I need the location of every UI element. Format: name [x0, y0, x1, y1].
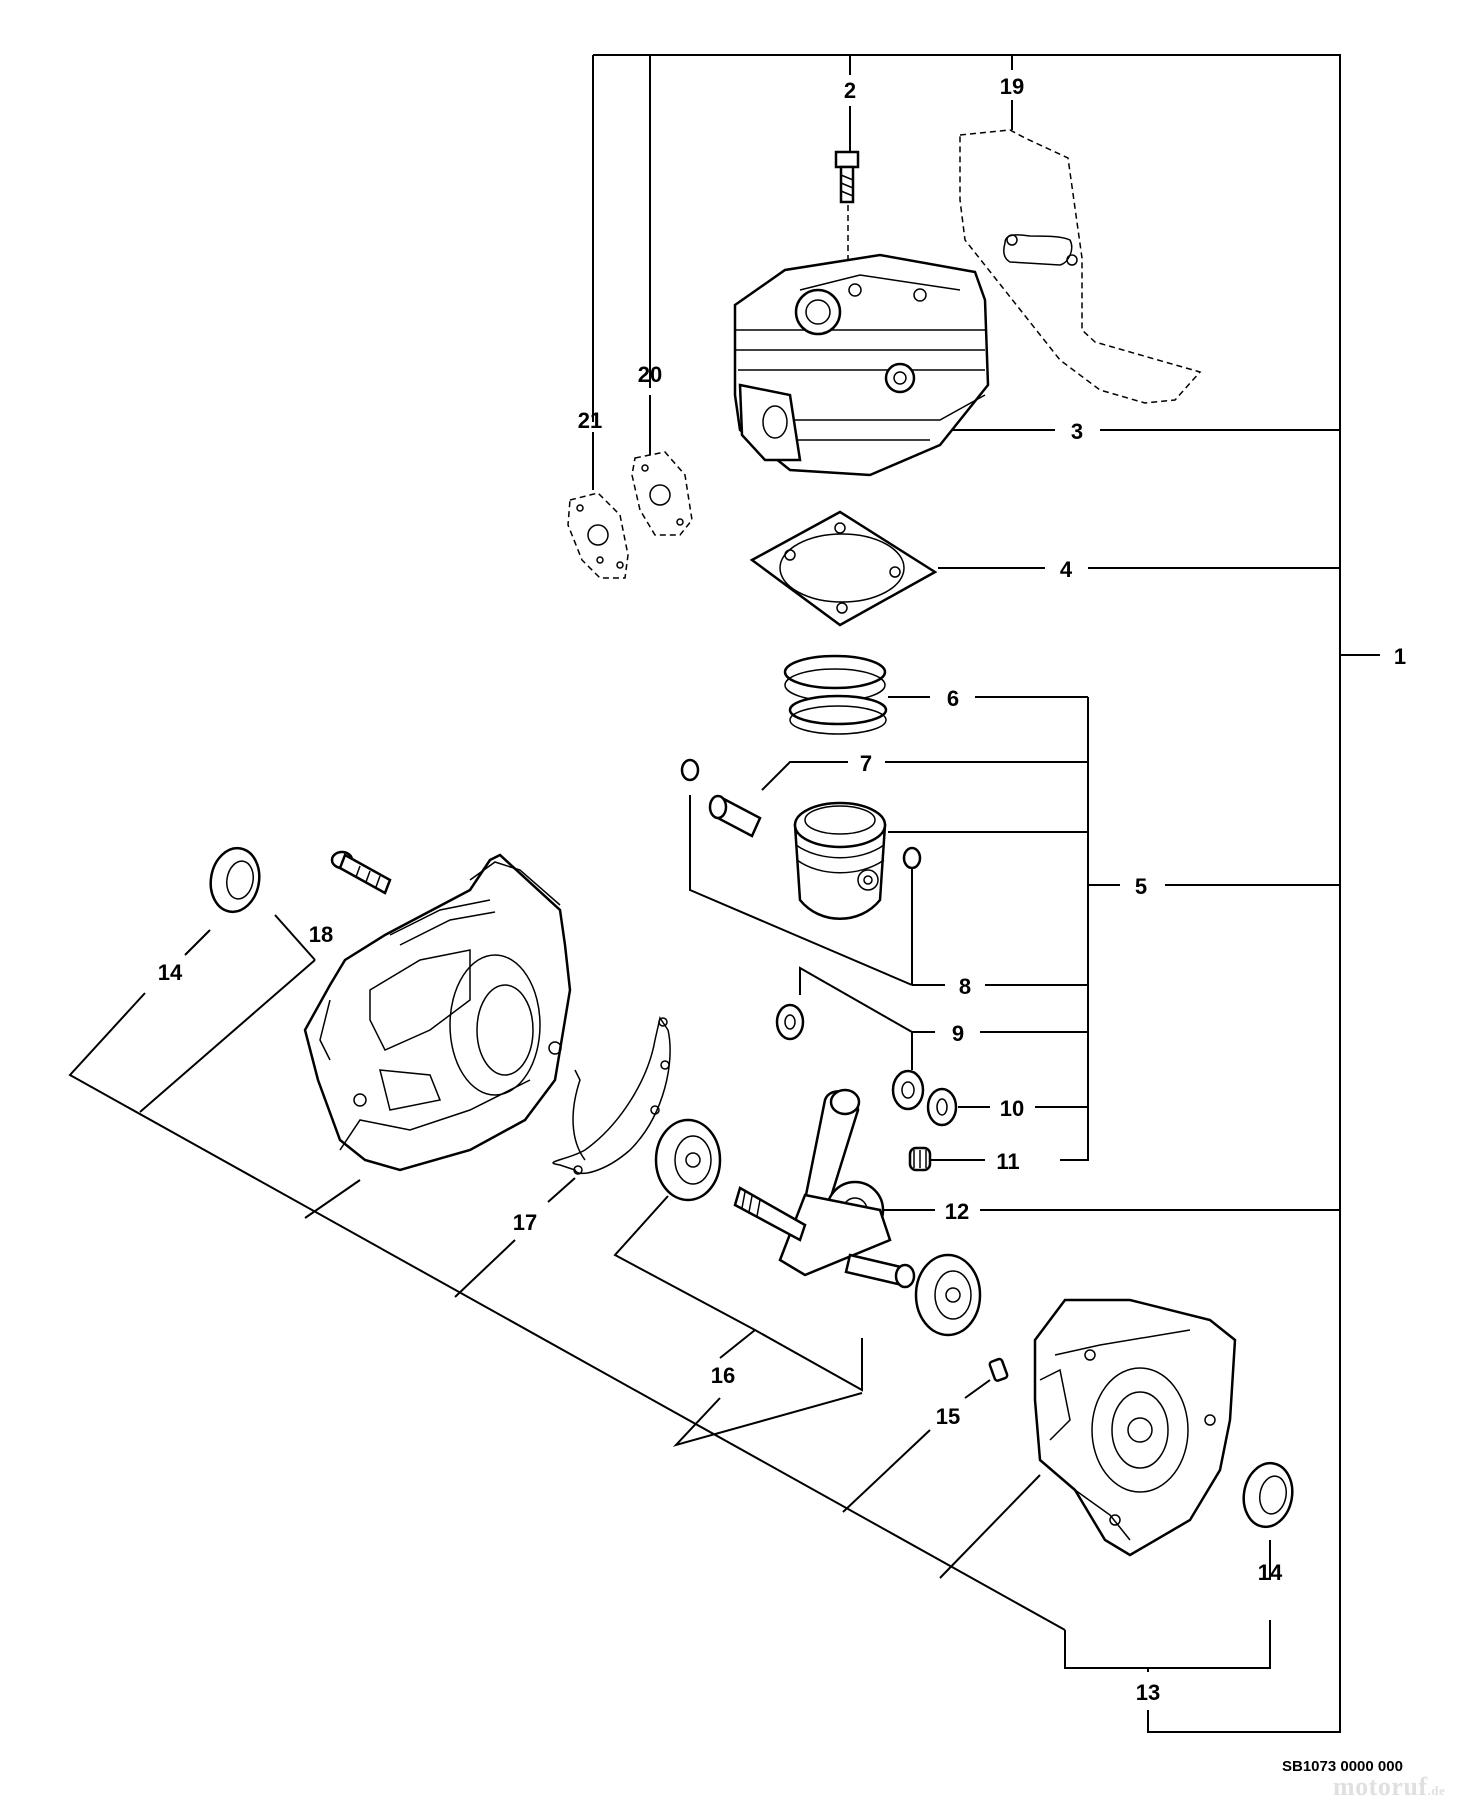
- crankcase-screw-part: [330, 850, 392, 895]
- parts: [209, 129, 1294, 1557]
- callout-3: 3: [1071, 419, 1083, 444]
- drawing-code: SB1073 0000 000: [1282, 1758, 1403, 1775]
- piston-part: [793, 801, 887, 920]
- thrust-washer-2-part: [891, 1069, 925, 1111]
- callout-18: 18: [309, 922, 333, 947]
- oil-seal-left-part: [209, 846, 261, 914]
- callout-12: 12: [945, 1199, 969, 1224]
- callout-labels: 1 2 3 4 5 6 7 8 9 10 11 12 13 14 15 16 1…: [158, 74, 1406, 1705]
- callout-6: 6: [947, 686, 959, 711]
- callout-10: 10: [1000, 1096, 1024, 1121]
- cylinder-part: [733, 253, 990, 477]
- callout-20: 20: [638, 362, 662, 387]
- ball-bearing-left-part: [654, 1118, 722, 1202]
- callout-15: 15: [936, 1404, 960, 1429]
- circlip-left-part: [680, 758, 700, 782]
- crankshaft-part: [733, 1088, 916, 1289]
- callout-16: 16: [711, 1363, 735, 1388]
- cylinder-base-gasket-part: [749, 510, 938, 627]
- watermark-name: motoruf: [1333, 1772, 1428, 1801]
- needle-bearing-part: [926, 1087, 958, 1127]
- cylinder-bolt-part: [834, 150, 860, 204]
- callout-14-right: 14: [1258, 1560, 1283, 1585]
- thrust-washer-part: [775, 1003, 805, 1041]
- callout-2: 2: [844, 78, 856, 103]
- piston-pin-part: [708, 794, 762, 838]
- crankcase-right-half-part: [1033, 1298, 1237, 1557]
- callout-21: 21: [578, 408, 602, 433]
- piston-rings-part: [783, 654, 888, 735]
- needle-bearing-small-part: [908, 1146, 932, 1172]
- circlip-right-part: [902, 846, 922, 870]
- callout-14-left: 14: [158, 960, 183, 985]
- watermark-logo: motoruf.de: [1333, 1772, 1445, 1802]
- callout-7: 7: [860, 751, 872, 776]
- callout-19: 19: [1000, 74, 1024, 99]
- crankcase-gasket-part: [552, 1016, 671, 1175]
- callout-11: 11: [996, 1149, 1019, 1174]
- callout-4: 4: [1060, 557, 1073, 582]
- oil-seal-right-part: [1242, 1461, 1294, 1529]
- crankcase-left-half-part: [303, 853, 572, 1172]
- leader-lines: [68, 54, 1380, 1733]
- muffler-gasket-part: [959, 129, 1202, 404]
- callout-13: 13: [1136, 1680, 1160, 1705]
- dowel-pin-part: [988, 1357, 1009, 1382]
- callout-17: 17: [513, 1210, 537, 1235]
- callout-9: 9: [952, 1021, 964, 1046]
- callout-5: 5: [1135, 874, 1147, 899]
- gasket-20-part: [631, 451, 693, 536]
- callout-1: 1: [1394, 644, 1406, 669]
- ball-bearing-right-part: [914, 1253, 982, 1337]
- gasket-21-part: [567, 492, 629, 579]
- watermark-suffix: .de: [1427, 1783, 1446, 1798]
- callout-8: 8: [959, 974, 971, 999]
